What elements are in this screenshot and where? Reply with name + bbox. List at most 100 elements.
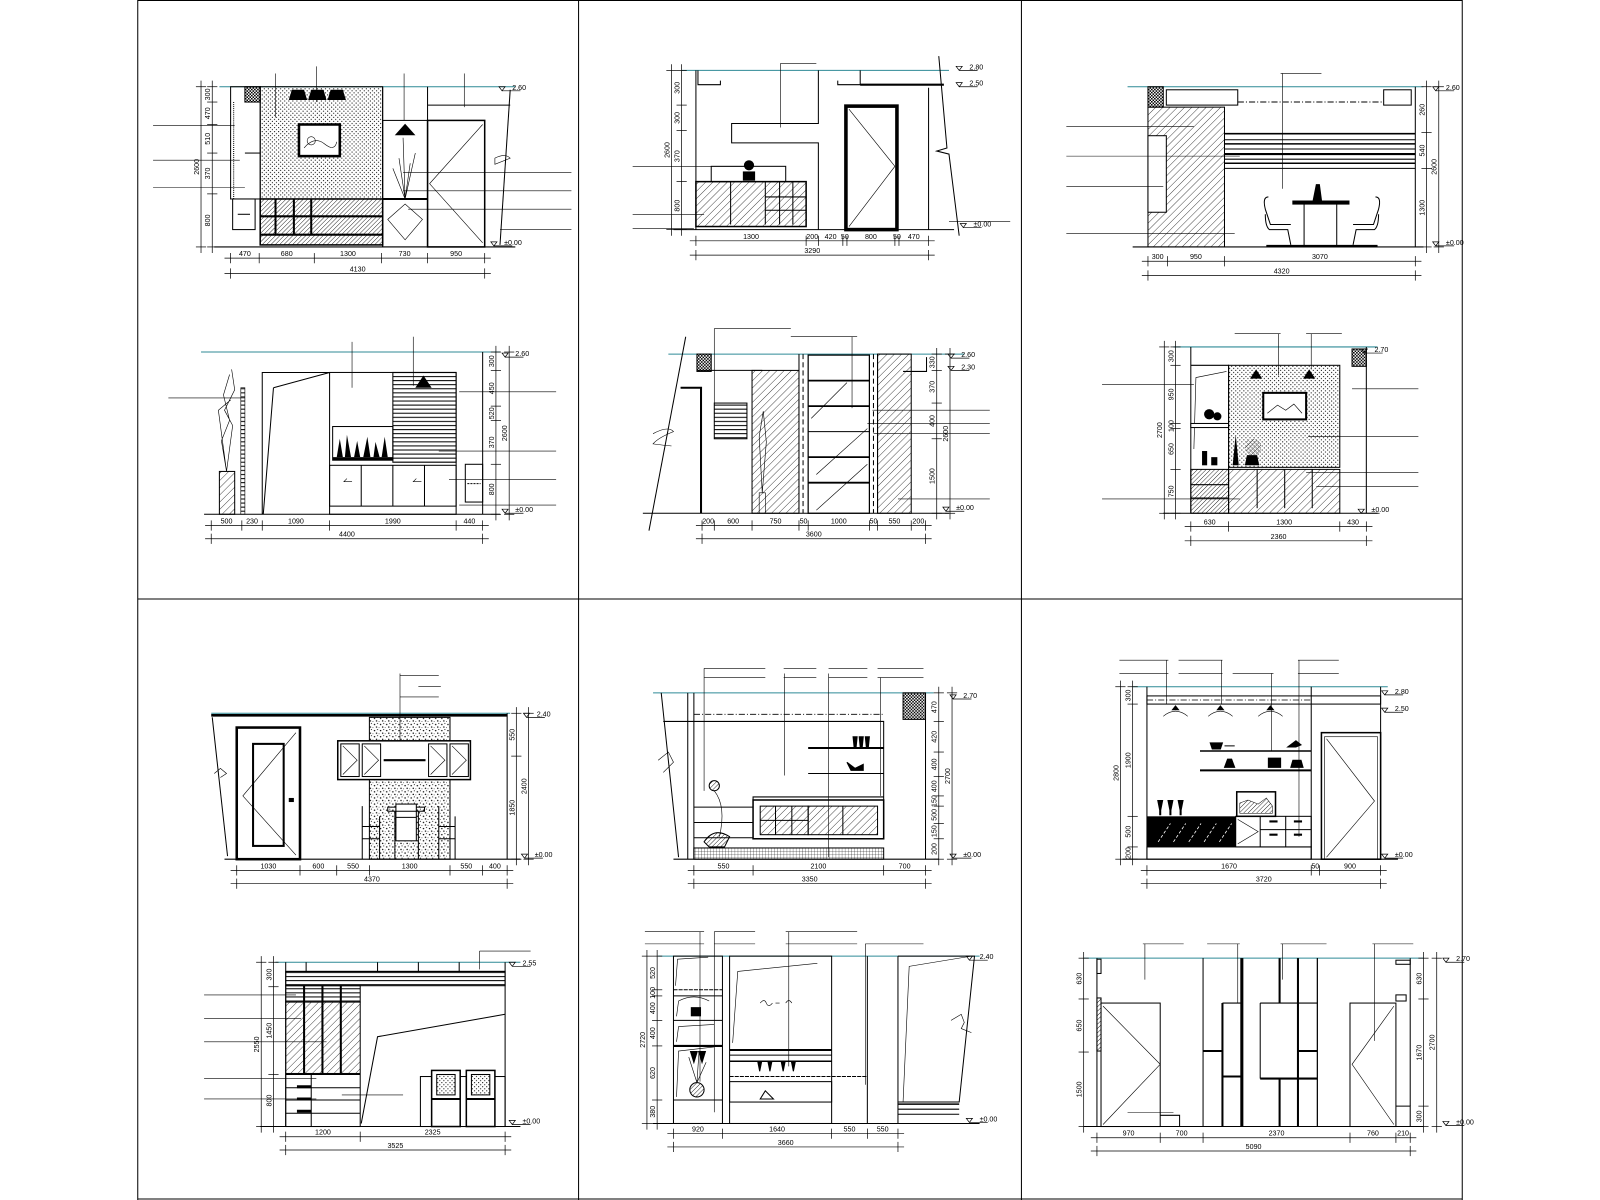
cabinet-left bbox=[1190, 468, 1230, 514]
dimension-text: 4400 bbox=[339, 531, 355, 539]
level-text: 2.50 bbox=[1395, 705, 1409, 713]
dimension-text: 500 bbox=[931, 809, 939, 821]
dimension-text: 400 bbox=[929, 415, 937, 427]
dimension-text: 380 bbox=[649, 1106, 657, 1118]
dimension-text: 550 bbox=[508, 729, 516, 741]
dimension-text: 4130 bbox=[350, 265, 366, 273]
dimension-text: 2700 bbox=[1156, 422, 1164, 438]
dimension-text: 500 bbox=[221, 517, 233, 525]
level-symbol bbox=[522, 712, 545, 718]
dimension-text: 700 bbox=[1176, 1130, 1188, 1138]
framed-painting bbox=[297, 123, 342, 158]
dimension-text: 2700 bbox=[1429, 1034, 1437, 1050]
door bbox=[235, 726, 302, 861]
low-cabinet bbox=[329, 464, 457, 507]
striped-wall-panel bbox=[1224, 132, 1416, 169]
dining-set bbox=[361, 803, 456, 860]
tv-cabinet bbox=[752, 796, 885, 840]
sheet-frame bbox=[137, 0, 1463, 1200]
level-mark: 2.60 bbox=[947, 351, 975, 359]
level-symbol bbox=[490, 241, 513, 247]
hatched-strip bbox=[1096, 997, 1102, 1052]
level-text: ±0.00 bbox=[1371, 506, 1389, 514]
level-text: 2.80 bbox=[1395, 688, 1409, 696]
dimension-text: 2600 bbox=[193, 159, 201, 175]
wall-cabinets bbox=[336, 740, 472, 781]
level-mark: 2.40 bbox=[965, 953, 993, 961]
level-symbol bbox=[1431, 86, 1455, 92]
dimension-text: 650 bbox=[1167, 443, 1175, 455]
dimension-text: 4320 bbox=[1274, 267, 1290, 275]
dimension-text: 1300 bbox=[1418, 200, 1426, 216]
level-mark: ±0.00 bbox=[1431, 239, 1464, 247]
level-text: ±0.00 bbox=[504, 239, 522, 247]
tv-cabinet bbox=[259, 198, 384, 246]
dimension-text: 1500 bbox=[1076, 1081, 1084, 1097]
checker-block bbox=[902, 692, 927, 720]
glass-sliding-door bbox=[807, 354, 870, 514]
elevation-1 bbox=[153, 66, 572, 248]
level-text: ±0.00 bbox=[1446, 239, 1464, 247]
level-text: ±0.00 bbox=[1456, 1118, 1474, 1126]
hatched-pillar-left bbox=[751, 369, 800, 514]
wall-shelves bbox=[1200, 740, 1312, 772]
wall-shelves bbox=[808, 736, 884, 774]
elevation-11 bbox=[644, 931, 980, 1124]
dimension-text: 1300 bbox=[743, 233, 759, 241]
shelf-unit bbox=[672, 955, 723, 1124]
black-counter bbox=[1146, 816, 1236, 847]
dimension-text: 3070 bbox=[1312, 253, 1328, 261]
dimension-text: 470 bbox=[931, 701, 939, 713]
dimension-text: 750 bbox=[770, 517, 782, 525]
level-symbol bbox=[947, 365, 970, 372]
dimension-text: 2600 bbox=[1431, 159, 1439, 175]
dimension-text: 370 bbox=[929, 381, 937, 393]
level-mark: ±0.00 bbox=[1357, 506, 1389, 514]
pendant-lights bbox=[1163, 705, 1283, 717]
dimension-text: 680 bbox=[281, 250, 293, 258]
checker-block bbox=[696, 353, 712, 372]
dimension-text: 200 bbox=[806, 233, 818, 241]
potted-plant bbox=[742, 160, 756, 181]
dimension-text: 630 bbox=[1204, 518, 1216, 526]
dimension-text: 540 bbox=[1418, 145, 1426, 157]
glass-cabinet bbox=[285, 985, 361, 1074]
checker-block bbox=[1351, 348, 1367, 367]
level-mark: ±0.00 bbox=[508, 1117, 540, 1125]
level-symbol bbox=[955, 65, 978, 72]
dimension-text: 550 bbox=[347, 862, 359, 870]
dimension-text: 5090 bbox=[1246, 1143, 1262, 1151]
tall-plant bbox=[758, 411, 767, 514]
dimension-text: 50 bbox=[800, 517, 808, 525]
plant-vase bbox=[1232, 434, 1262, 466]
dimension-text: 50 bbox=[841, 233, 849, 241]
louver bbox=[713, 402, 748, 440]
dimension-text: 800 bbox=[265, 1095, 273, 1107]
level-mark: ±0.00 bbox=[1442, 1118, 1474, 1126]
dimension-text: 950 bbox=[450, 250, 462, 258]
elevation-2 bbox=[632, 56, 1011, 236]
level-mark: 2.60 bbox=[498, 84, 526, 92]
level-mark: 2.80 bbox=[955, 63, 983, 72]
dimension-text: 630 bbox=[1415, 973, 1423, 985]
level-mark: 2.70 bbox=[1442, 955, 1470, 963]
dimension-text: 620 bbox=[649, 1067, 657, 1079]
dimension-text: 150 bbox=[931, 795, 939, 807]
dimension-text: 800 bbox=[674, 200, 682, 212]
level-text: 2.70 bbox=[963, 692, 977, 700]
dimension-text: 260 bbox=[1418, 104, 1426, 116]
dimension-text: 300 bbox=[1415, 1110, 1423, 1122]
dimension-text: 2600 bbox=[663, 142, 671, 158]
dimension-text: 300 bbox=[204, 88, 212, 100]
dimension-text: 470 bbox=[908, 233, 920, 241]
dimension-text: 300 bbox=[1152, 253, 1164, 261]
dimension-text: 50 bbox=[870, 517, 878, 525]
wine-glasses bbox=[1157, 800, 1184, 816]
dimension-text: 2720 bbox=[639, 1032, 647, 1048]
dimension-text: 2700 bbox=[944, 768, 952, 784]
